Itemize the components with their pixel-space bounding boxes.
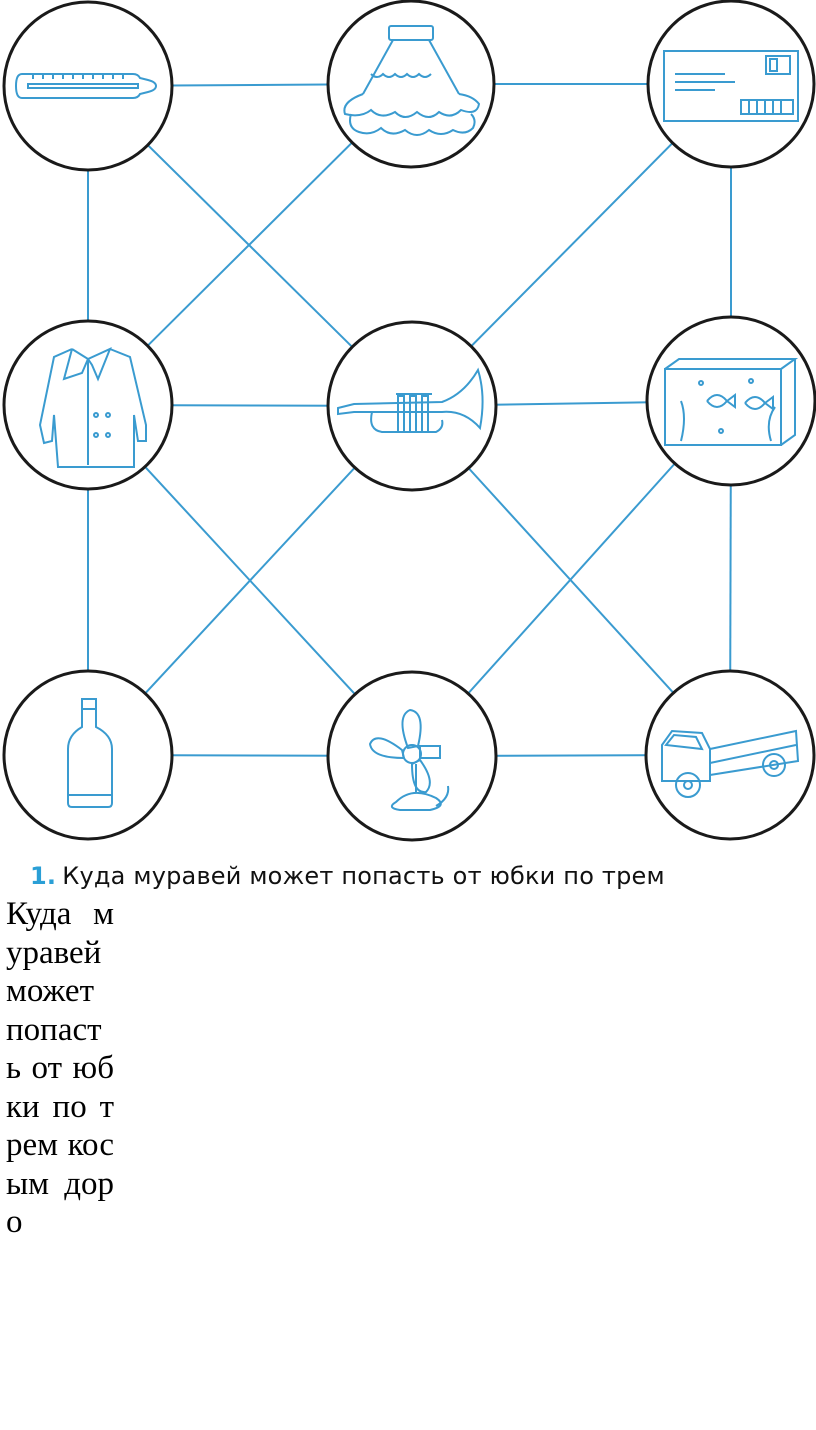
truck-icon — [661, 729, 800, 798]
node-fan[interactable] — [326, 670, 498, 842]
picture-nodes — [2, 0, 816, 842]
node-bottle[interactable] — [2, 669, 174, 841]
ant-paths-diagram — [2, 0, 816, 842]
task-caption-text: Куда муравей может попасть от юбки по тр… — [62, 862, 665, 890]
node-trumpet[interactable] — [326, 320, 498, 492]
skirt-icon — [343, 25, 481, 136]
node-truck[interactable] — [644, 669, 816, 841]
trumpet-icon — [337, 367, 484, 433]
aquarium-icon — [664, 358, 799, 446]
bottle-icon — [67, 698, 113, 808]
thermometer-icon — [14, 73, 158, 99]
task-number: 1. — [30, 862, 57, 890]
fan-icon — [368, 708, 450, 811]
node-envelope[interactable] — [646, 0, 816, 169]
task-text: Куда муравей может попасть от юбки по тр… — [6, 896, 114, 1240]
task-caption: 1.Куда муравей может попасть от юбки по … — [30, 862, 816, 890]
node-thermometer[interactable] — [2, 0, 174, 172]
jacket-icon — [38, 347, 147, 468]
node-skirt[interactable] — [326, 0, 496, 169]
envelope-icon — [663, 50, 799, 122]
node-aquarium[interactable] — [645, 315, 816, 487]
node-jacket[interactable] — [2, 319, 174, 491]
